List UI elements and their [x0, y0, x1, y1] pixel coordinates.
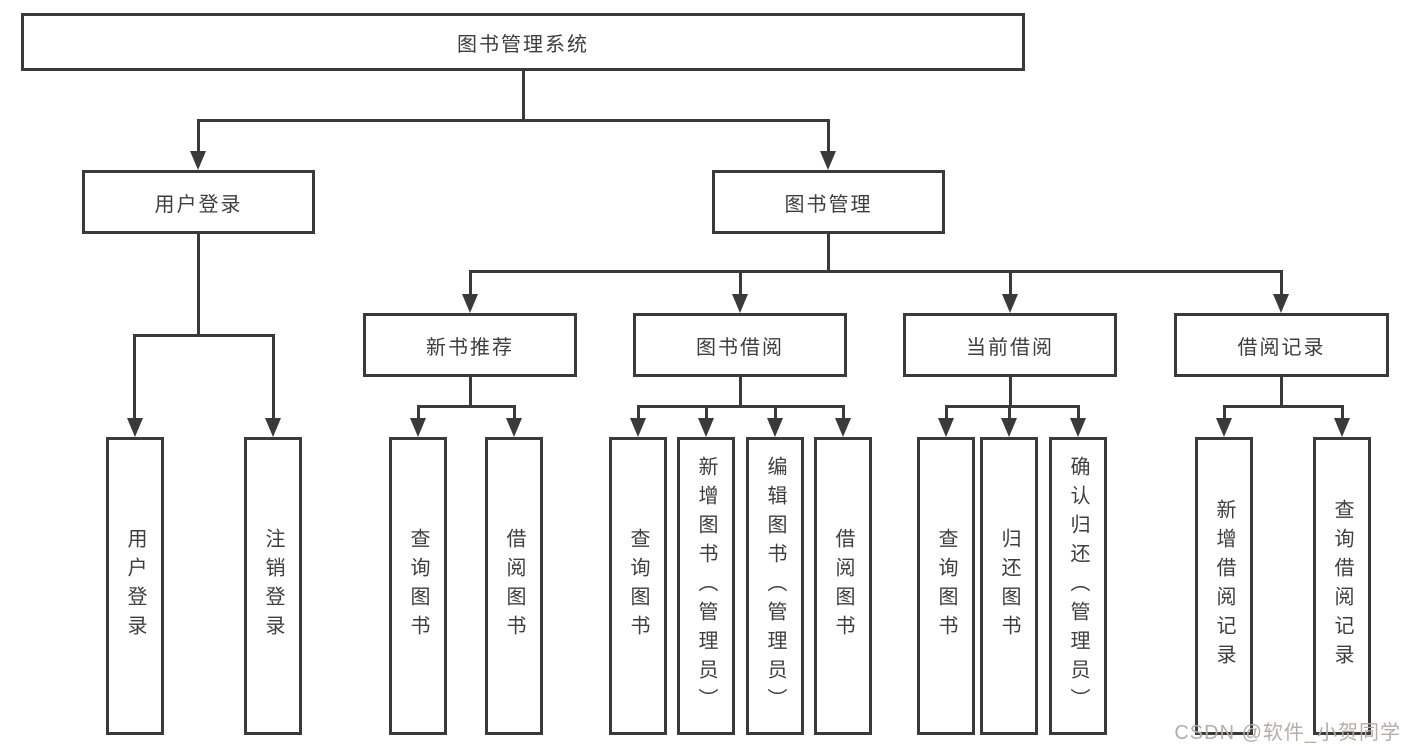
arrowhead-down-icon [1002, 294, 1018, 313]
node-label: 确认归还（管理员） [1067, 455, 1089, 717]
leaf-add-borrow-record: 新增借阅记录 [1195, 437, 1253, 735]
leaf-logout: 注销登录 [244, 437, 302, 735]
node-borrow-records: 借阅记录 [1174, 313, 1389, 377]
arrowhead-down-icon [190, 151, 206, 170]
node-library-system: 图书管理系统 [21, 13, 1025, 71]
arrowhead-down-icon [767, 418, 783, 437]
connector-line-vertical [197, 119, 200, 155]
node-user-login: 用户登录 [82, 170, 315, 234]
leaf-query-book-current: 查询图书 [917, 437, 975, 735]
node-label: 借阅图书 [832, 528, 854, 644]
leaf-confirm-return-admin: 确认归还（管理员） [1049, 437, 1107, 735]
connector-line-vertical [1280, 377, 1283, 408]
connector-line-horizontal [133, 334, 275, 337]
connector-line-vertical [739, 270, 742, 297]
connector-line-vertical [1008, 405, 1011, 421]
connector-line-vertical [197, 234, 200, 336]
node-label: 图书借阅 [696, 336, 784, 359]
connector-line-vertical [774, 405, 777, 421]
leaf-add-book-admin: 新增图书（管理员） [677, 437, 735, 735]
node-book-borrow: 图书借阅 [633, 313, 847, 377]
arrowhead-down-icon [462, 294, 478, 313]
node-label: 图书管理系统 [457, 33, 589, 56]
csdn-watermark: CSDN @软件_小贺同学 [1174, 722, 1401, 744]
arrowhead-down-icon [732, 294, 748, 313]
arrowhead-down-icon [410, 418, 426, 437]
connector-line-horizontal [469, 270, 1282, 273]
connector-line-vertical [1009, 270, 1012, 297]
node-label: 用户登录 [154, 193, 243, 216]
node-label: 新书推荐 [426, 336, 514, 359]
connector-line-vertical [469, 270, 472, 297]
node-label: 当前借阅 [966, 336, 1054, 359]
connector-line-vertical [1341, 405, 1344, 421]
leaf-query-borrow-record: 查询借阅记录 [1313, 437, 1371, 735]
node-label: 注销登录 [262, 528, 284, 644]
connector-line-vertical [827, 119, 830, 155]
connector-line-horizontal [637, 405, 845, 408]
connector-line-horizontal [197, 119, 830, 122]
connector-line-vertical [469, 377, 472, 408]
node-label: 查询图书 [627, 528, 649, 644]
connector-line-vertical [1077, 405, 1080, 421]
connector-line-horizontal [417, 405, 516, 408]
leaf-return-book: 归还图书 [980, 437, 1038, 735]
leaf-borrow-book-recommend: 借阅图书 [485, 437, 543, 735]
connector-line-vertical [827, 234, 830, 273]
arrowhead-down-icon [835, 418, 851, 437]
arrowhead-down-icon [1216, 418, 1232, 437]
connector-line-horizontal [945, 405, 1080, 408]
connector-line-vertical [945, 405, 948, 421]
connector-line-vertical [513, 405, 516, 421]
node-label: 图书管理 [784, 193, 873, 216]
arrowhead-down-icon [506, 418, 522, 437]
connector-line-vertical [133, 334, 136, 420]
node-book-management: 图书管理 [712, 170, 945, 234]
leaf-borrow-book: 借阅图书 [814, 437, 872, 735]
connector-line-vertical [1280, 270, 1283, 297]
arrowhead-down-icon [1334, 418, 1350, 437]
arrowhead-down-icon [127, 418, 143, 437]
arrowhead-down-icon [820, 151, 836, 170]
connector-line-vertical [637, 405, 640, 421]
node-label: 查询借阅记录 [1331, 499, 1353, 673]
node-label: 查询图书 [407, 528, 429, 644]
node-label: 用户登录 [124, 528, 146, 644]
node-label: 查询图书 [935, 528, 957, 644]
arrowhead-down-icon [698, 418, 714, 437]
node-label: 借阅图书 [503, 528, 525, 644]
connector-line-vertical [1223, 405, 1226, 421]
leaf-query-book-recommend: 查询图书 [389, 437, 447, 735]
node-label: 编辑图书（管理员） [764, 455, 786, 717]
connector-line-vertical [705, 405, 708, 421]
connector-line-vertical [739, 377, 742, 408]
connector-line-vertical [1009, 377, 1012, 408]
node-new-book-recommend: 新书推荐 [363, 313, 577, 377]
arrowhead-down-icon [1070, 418, 1086, 437]
connector-line-vertical [417, 405, 420, 421]
arrowhead-down-icon [265, 418, 281, 437]
node-label: 新增借阅记录 [1213, 499, 1235, 673]
leaf-user-login: 用户登录 [106, 437, 164, 735]
node-label: 归还图书 [998, 528, 1020, 644]
arrowhead-down-icon [938, 418, 954, 437]
arrowhead-down-icon [1001, 418, 1017, 437]
arrowhead-down-icon [630, 418, 646, 437]
leaf-query-book-borrow: 查询图书 [609, 437, 667, 735]
leaf-edit-book-admin: 编辑图书（管理员） [746, 437, 804, 735]
node-current-borrow: 当前借阅 [903, 313, 1117, 377]
connector-line-horizontal [1223, 405, 1344, 408]
node-label: 新增图书（管理员） [695, 455, 717, 717]
arrowhead-down-icon [1273, 294, 1289, 313]
connector-line-vertical [842, 405, 845, 421]
node-label: 借阅记录 [1237, 336, 1326, 359]
connector-line-vertical [272, 334, 275, 420]
connector-line-vertical [522, 70, 525, 121]
